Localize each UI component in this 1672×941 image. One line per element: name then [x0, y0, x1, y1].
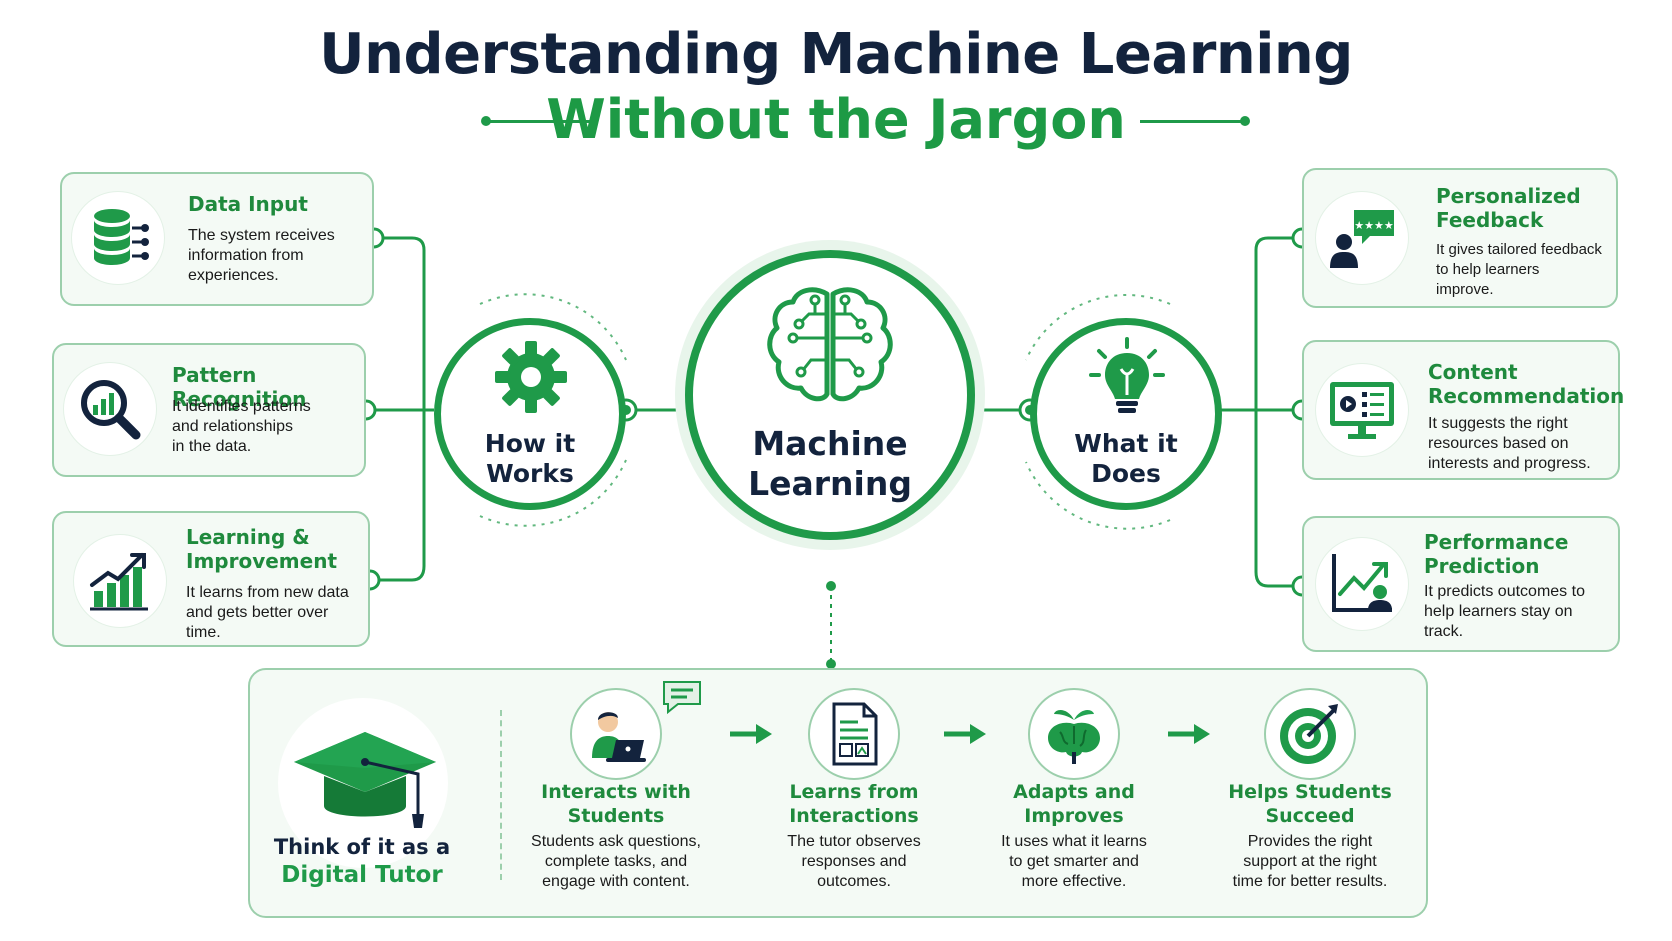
step-4-icon-bg — [1264, 688, 1356, 780]
tutor-line2: Digital Tutor — [281, 862, 443, 888]
machine-learning-line1: Machine — [752, 424, 908, 463]
brain-circuit-icon — [767, 287, 893, 402]
how-it-works-hub: How it Works — [434, 318, 626, 510]
title-divider-left — [486, 120, 598, 123]
arrow-right-icon — [944, 724, 986, 744]
monitor-content-icon — [1330, 382, 1394, 439]
magnifier-chart-icon — [81, 380, 141, 440]
step-1-description: Students ask questions,complete tasks, a… — [531, 833, 701, 890]
brain-sprout-icon — [1048, 710, 1100, 764]
what-it-does-label: What it Does — [1037, 429, 1215, 489]
page-subtitle: Without the Jargon — [546, 88, 1126, 151]
step-3-icon-bg — [1028, 688, 1120, 780]
how-it-works-line1: How it — [484, 429, 576, 458]
card-title: Data Input — [188, 192, 308, 216]
chat-bubble-icon — [663, 681, 701, 715]
page-title: Understanding Machine Learning — [319, 22, 1353, 87]
machine-learning-hub: Machine Learning — [685, 250, 975, 540]
what-it-does-line1: What it — [1074, 429, 1178, 458]
card-pattern-recognition: Pattern Recognition It identifies patter… — [52, 343, 366, 477]
step-1-icon-bg — [570, 688, 662, 780]
target-icon — [1280, 704, 1338, 764]
prediction-chart-icon — [1332, 554, 1392, 612]
tutor-line1: Think of it as a — [273, 835, 451, 859]
machine-learning-label: Machine Learning — [693, 424, 967, 504]
panel-divider — [500, 710, 502, 880]
user-rating-icon: ★★★★ — [1330, 210, 1394, 268]
step-2-icon-bg — [808, 688, 900, 780]
graduation-cap-icon — [294, 732, 436, 828]
card-title: Pattern Recognition — [172, 363, 307, 411]
arrow-right-icon — [1168, 724, 1210, 744]
title-divider-right-dot — [1240, 116, 1250, 126]
document-icon — [832, 702, 878, 766]
digital-tutor-panel: Think of it as a Digital Tutor Interacts… — [248, 668, 1428, 918]
gear-icon — [495, 341, 567, 413]
lightbulb-icon — [1089, 337, 1165, 413]
how-it-works-line2: Works — [486, 459, 574, 488]
tutor-icon-bg — [278, 698, 448, 868]
title-divider-right — [1140, 120, 1246, 123]
card-learning-improvement: Learning &Improvement It learns from new… — [52, 511, 370, 647]
what-it-does-hub: What it Does — [1030, 318, 1222, 510]
arrow-right-icon — [730, 724, 772, 744]
title-divider-left-dot — [481, 116, 491, 126]
database-icon — [94, 209, 149, 265]
student-laptop-icon — [592, 712, 646, 762]
growth-chart-icon — [90, 553, 148, 611]
machine-learning-line2: Learning — [748, 464, 912, 503]
what-it-does-line2: Does — [1091, 459, 1161, 488]
card-title: Learning &Improvement — [186, 525, 338, 573]
how-it-works-label: How it Works — [441, 429, 619, 489]
rating-stars: ★★★★ — [1354, 219, 1394, 232]
